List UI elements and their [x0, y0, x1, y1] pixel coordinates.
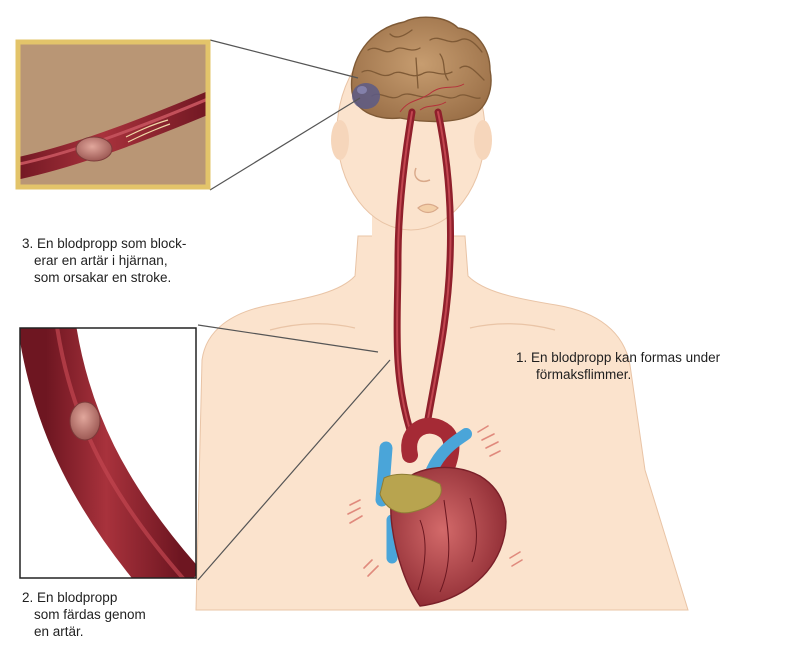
caption-line: en artär.: [22, 623, 146, 640]
caption-line: som färdas genom: [22, 606, 146, 623]
inset-brain-clot: [10, 42, 215, 187]
caption-step-1: 1. En blodpropp kan formas under förmaks…: [516, 349, 720, 383]
blood-clot-icon: [70, 402, 100, 440]
blood-clot-icon: [76, 137, 112, 161]
caption-step-2: 2. En blodpropp som färdas genom en artä…: [22, 589, 146, 640]
brain-icon: [352, 17, 491, 121]
caption-step-3: 3. En blodpropp som block- erar en artär…: [22, 235, 186, 286]
caption-line: 1. En blodpropp kan formas under: [516, 349, 720, 366]
left-ear: [331, 120, 349, 160]
caption-line: 3. En blodpropp som block-: [22, 235, 186, 252]
inset-artery-clot: [20, 320, 196, 590]
caption-line: 2. En blodpropp: [22, 589, 146, 606]
caption-line: erar en artär i hjärnan,: [22, 252, 186, 269]
caption-line: förmaksflimmer.: [516, 366, 720, 383]
stroke-area: [352, 83, 380, 109]
caption-line: som orsakar en stroke.: [22, 269, 186, 286]
right-ear: [474, 120, 492, 160]
